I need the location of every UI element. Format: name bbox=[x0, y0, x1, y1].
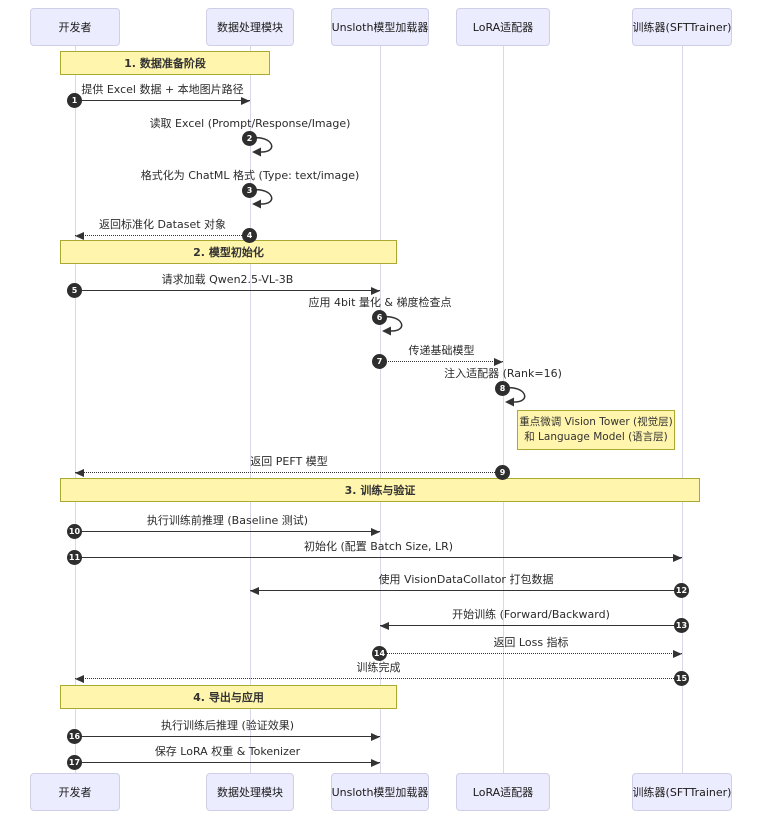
message-number-badge: 4 bbox=[242, 228, 257, 243]
note-line1: 重点微调 Vision Tower (视觉层) bbox=[519, 416, 673, 428]
participant-top-data-module: 数据处理模块 bbox=[206, 8, 294, 46]
participant-top-developer: 开发者 bbox=[30, 8, 120, 46]
note-line2: 和 Language Model (语言层) bbox=[524, 431, 668, 443]
lifeline-trainer bbox=[681, 46, 683, 773]
message-label: 返回标准化 Dataset 对象 bbox=[98, 218, 227, 231]
message-line bbox=[250, 590, 682, 591]
message-number-badge: 15 bbox=[674, 671, 689, 686]
participant-bottom-developer: 开发者 bbox=[30, 773, 120, 811]
message-number-badge: 8 bbox=[495, 381, 510, 396]
message-number-badge: 12 bbox=[674, 583, 689, 598]
participant-label: LoRA适配器 bbox=[472, 786, 534, 799]
message-number-badge: 1 bbox=[67, 93, 82, 108]
message-label: 提供 Excel 数据 + 本地图片路径 bbox=[81, 83, 244, 96]
message-label: 开始训练 (Forward/Backward) bbox=[452, 608, 610, 621]
message-number-badge: 3 bbox=[242, 183, 257, 198]
message-label: 返回 Loss 指标 bbox=[493, 636, 569, 649]
message-number-badge: 6 bbox=[372, 310, 387, 325]
message-number-badge: 7 bbox=[372, 354, 387, 369]
message-line bbox=[75, 557, 682, 558]
message-label: 保存 LoRA 权重 & Tokenizer bbox=[154, 745, 301, 758]
message-label: 执行训练后推理 (验证效果) bbox=[160, 719, 295, 732]
message-line bbox=[75, 678, 682, 679]
arrowhead-icon bbox=[371, 286, 380, 295]
arrowhead-icon bbox=[75, 468, 84, 477]
note-box: 重点微调 Vision Tower (视觉层) 和 Language Model … bbox=[517, 410, 675, 450]
message-number-badge: 16 bbox=[67, 729, 82, 744]
message-label: 执行训练前推理 (Baseline 测试) bbox=[146, 514, 309, 527]
phase-label: 1. 数据准备阶段 bbox=[124, 57, 206, 70]
arrowhead-icon bbox=[494, 357, 503, 366]
message-number-badge: 2 bbox=[242, 131, 257, 146]
message-line bbox=[380, 625, 682, 626]
message-number-badge: 11 bbox=[67, 550, 82, 565]
participant-label: 开发者 bbox=[58, 786, 92, 799]
participant-top-lora-adapter: LoRA适配器 bbox=[456, 8, 550, 46]
phase-label: 3. 训练与验证 bbox=[344, 484, 416, 497]
participant-label: 数据处理模块 bbox=[217, 786, 283, 799]
message-label: 训练完成 bbox=[356, 661, 401, 674]
message-line bbox=[75, 762, 380, 763]
message-label: 应用 4bit 量化 & 梯度检查点 bbox=[308, 296, 452, 309]
message-line bbox=[75, 290, 380, 291]
phase-note-1: 1. 数据准备阶段 bbox=[60, 51, 270, 75]
participant-label: LoRA适配器 bbox=[472, 21, 534, 34]
message-line bbox=[380, 653, 682, 654]
phase-label: 2. 模型初始化 bbox=[193, 246, 264, 259]
participant-label: 训练器(SFTTrainer) bbox=[632, 786, 732, 799]
message-line bbox=[75, 235, 250, 236]
lifeline-lora-adapter bbox=[502, 46, 504, 773]
phase-note-3: 3. 训练与验证 bbox=[60, 478, 700, 502]
message-number-badge: 13 bbox=[674, 618, 689, 633]
participant-label: 开发者 bbox=[58, 21, 92, 34]
arrowhead-icon bbox=[371, 758, 380, 767]
message-line bbox=[75, 531, 380, 532]
message-label: 初始化 (配置 Batch Size, LR) bbox=[303, 540, 454, 553]
message-line bbox=[75, 472, 503, 473]
participant-top-unsloth-loader: Unsloth模型加载器 bbox=[331, 8, 429, 46]
participant-label: 数据处理模块 bbox=[217, 21, 283, 34]
participant-label: Unsloth模型加载器 bbox=[331, 21, 429, 34]
arrowhead-icon bbox=[75, 231, 84, 240]
participant-label: Unsloth模型加载器 bbox=[331, 786, 429, 799]
participant-top-trainer: 训练器(SFTTrainer) bbox=[632, 8, 732, 46]
arrowhead-icon bbox=[371, 732, 380, 741]
message-number-badge: 17 bbox=[67, 755, 82, 770]
message-label: 格式化为 ChatML 格式 (Type: text/image) bbox=[140, 169, 360, 182]
lifeline-developer bbox=[74, 46, 76, 773]
arrowhead-icon bbox=[75, 674, 84, 683]
message-line bbox=[380, 361, 503, 362]
message-label: 使用 VisionDataCollator 打包数据 bbox=[378, 573, 554, 586]
message-label: 注入适配器 (Rank=16) bbox=[444, 367, 562, 380]
message-label: 传递基础模型 bbox=[408, 344, 475, 357]
message-line bbox=[75, 100, 250, 101]
arrowhead-icon bbox=[380, 621, 389, 630]
message-line bbox=[75, 736, 380, 737]
arrowhead-icon bbox=[241, 96, 250, 105]
message-number-badge: 9 bbox=[495, 465, 510, 480]
message-number-badge: 5 bbox=[67, 283, 82, 298]
participant-bottom-data-module: 数据处理模块 bbox=[206, 773, 294, 811]
message-label: 返回 PEFT 模型 bbox=[250, 455, 328, 468]
participant-label: 训练器(SFTTrainer) bbox=[632, 21, 732, 34]
lifeline-data-module bbox=[249, 46, 251, 773]
message-number-badge: 14 bbox=[372, 646, 387, 661]
participant-bottom-unsloth-loader: Unsloth模型加载器 bbox=[331, 773, 429, 811]
lifeline-unsloth-loader bbox=[379, 46, 381, 773]
arrowhead-icon bbox=[371, 527, 380, 536]
phase-note-4: 4. 导出与应用 bbox=[60, 685, 397, 709]
arrowhead-icon bbox=[673, 649, 682, 658]
participant-bottom-lora-adapter: LoRA适配器 bbox=[456, 773, 550, 811]
message-label: 请求加载 Qwen2.5-VL-3B bbox=[161, 273, 294, 286]
arrowhead-icon bbox=[250, 586, 259, 595]
arrowhead-icon bbox=[673, 553, 682, 562]
phase-note-2: 2. 模型初始化 bbox=[60, 240, 397, 264]
phase-label: 4. 导出与应用 bbox=[193, 691, 264, 704]
message-number-badge: 10 bbox=[67, 524, 82, 539]
participant-bottom-trainer: 训练器(SFTTrainer) bbox=[632, 773, 732, 811]
message-label: 读取 Excel (Prompt/Response/Image) bbox=[149, 117, 351, 130]
